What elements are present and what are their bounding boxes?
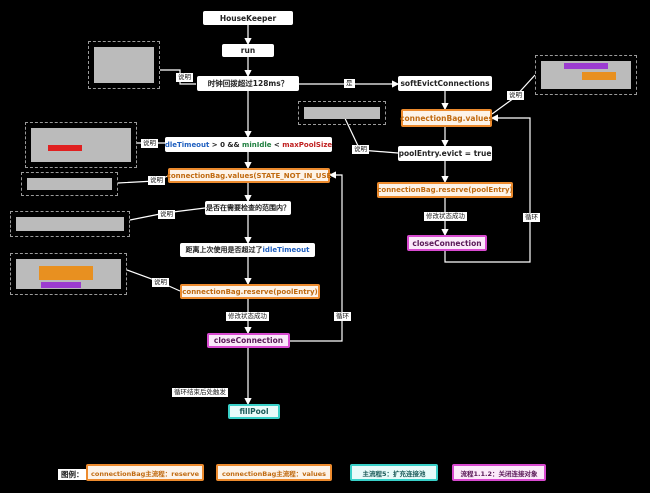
close-connection-left-node: closeConnection	[207, 333, 290, 348]
housekeeper-node: HouseKeeper	[203, 11, 293, 25]
label-note: 说明	[141, 139, 158, 148]
clock-check-node: 时钟回拨超过128ms？	[197, 76, 299, 91]
idle-check-a: 距离上次使用是否超过了	[185, 246, 263, 254]
label-modify-ok-left: 修改状态成功	[226, 312, 269, 321]
bag-reserve-left-node: connectionBag.reserve(poolEntry)	[180, 284, 320, 299]
legend-values: connectionBag主流程：values	[216, 464, 332, 481]
label-loop-right: 循环	[523, 213, 540, 222]
note-pool-entry	[298, 101, 386, 125]
label-loop-left: 循环	[334, 312, 351, 321]
note-idle-condition	[25, 122, 137, 168]
note-highlight	[582, 72, 616, 80]
bag-values-left-node: connectionBag.values(STATE_NOT_IN_USE	[167, 168, 331, 183]
note-highlight	[41, 282, 81, 288]
close-connection-right-node: closeConnection	[407, 235, 487, 251]
note-range-check	[10, 211, 130, 237]
label-note: 说明	[352, 145, 369, 154]
note-highlight	[48, 145, 82, 151]
run-node: run	[222, 44, 274, 57]
soft-evict-node: softEvictConnections	[398, 76, 492, 91]
label-note: 说明	[148, 176, 165, 185]
bag-values-right-node: connectionBag.values	[400, 109, 493, 127]
label-note: 说明	[507, 91, 524, 100]
idle-check-b: idleTimeout	[262, 246, 310, 254]
note-bag-reserve-left	[10, 253, 127, 295]
label-loop-end: 循环结束后处触发	[172, 388, 228, 397]
idle-cond-d: <	[271, 140, 283, 149]
label-note: 说明	[152, 278, 169, 287]
legend-close: 流程1.1.2：关闭连接对象	[452, 464, 546, 481]
idle-cond-e: maxPoolSize	[282, 140, 333, 149]
note-bag-values-left	[21, 172, 118, 196]
legend-title: 图例：	[58, 469, 87, 480]
note-highlight	[39, 266, 93, 280]
pool-entry-evict-node: poolEntry.evict = true	[398, 146, 492, 161]
label-note: 说明	[176, 73, 193, 82]
legend-reserve: connectionBag主流程：reserve	[86, 464, 204, 481]
idle-cond-c: minIdle	[242, 140, 272, 149]
range-check-node: 是否在需要检查的范围内？	[205, 201, 291, 215]
fill-pool-node: fillPool	[228, 404, 280, 419]
idle-condition-node: dleTimeout > 0 && minIdle < maxPoolSize	[165, 137, 332, 152]
label-modify-ok-right: 修改状态成功	[424, 212, 467, 221]
idle-check-node: 距离上次使用是否超过了 idleTimeout	[180, 243, 315, 257]
bag-reserve-right-node: connectionBag.reserve(poolEntry)	[377, 182, 513, 198]
label-yes: 是	[344, 79, 355, 88]
idle-cond-b: > 0 &&	[209, 140, 243, 149]
note-clock-check	[88, 41, 160, 89]
label-note: 说明	[158, 210, 175, 219]
note-soft-evict	[535, 55, 637, 95]
idle-cond-a: dleTimeout	[164, 140, 210, 149]
legend-fill: 主流程5：扩充连接池	[350, 464, 438, 481]
note-highlight	[564, 63, 608, 69]
